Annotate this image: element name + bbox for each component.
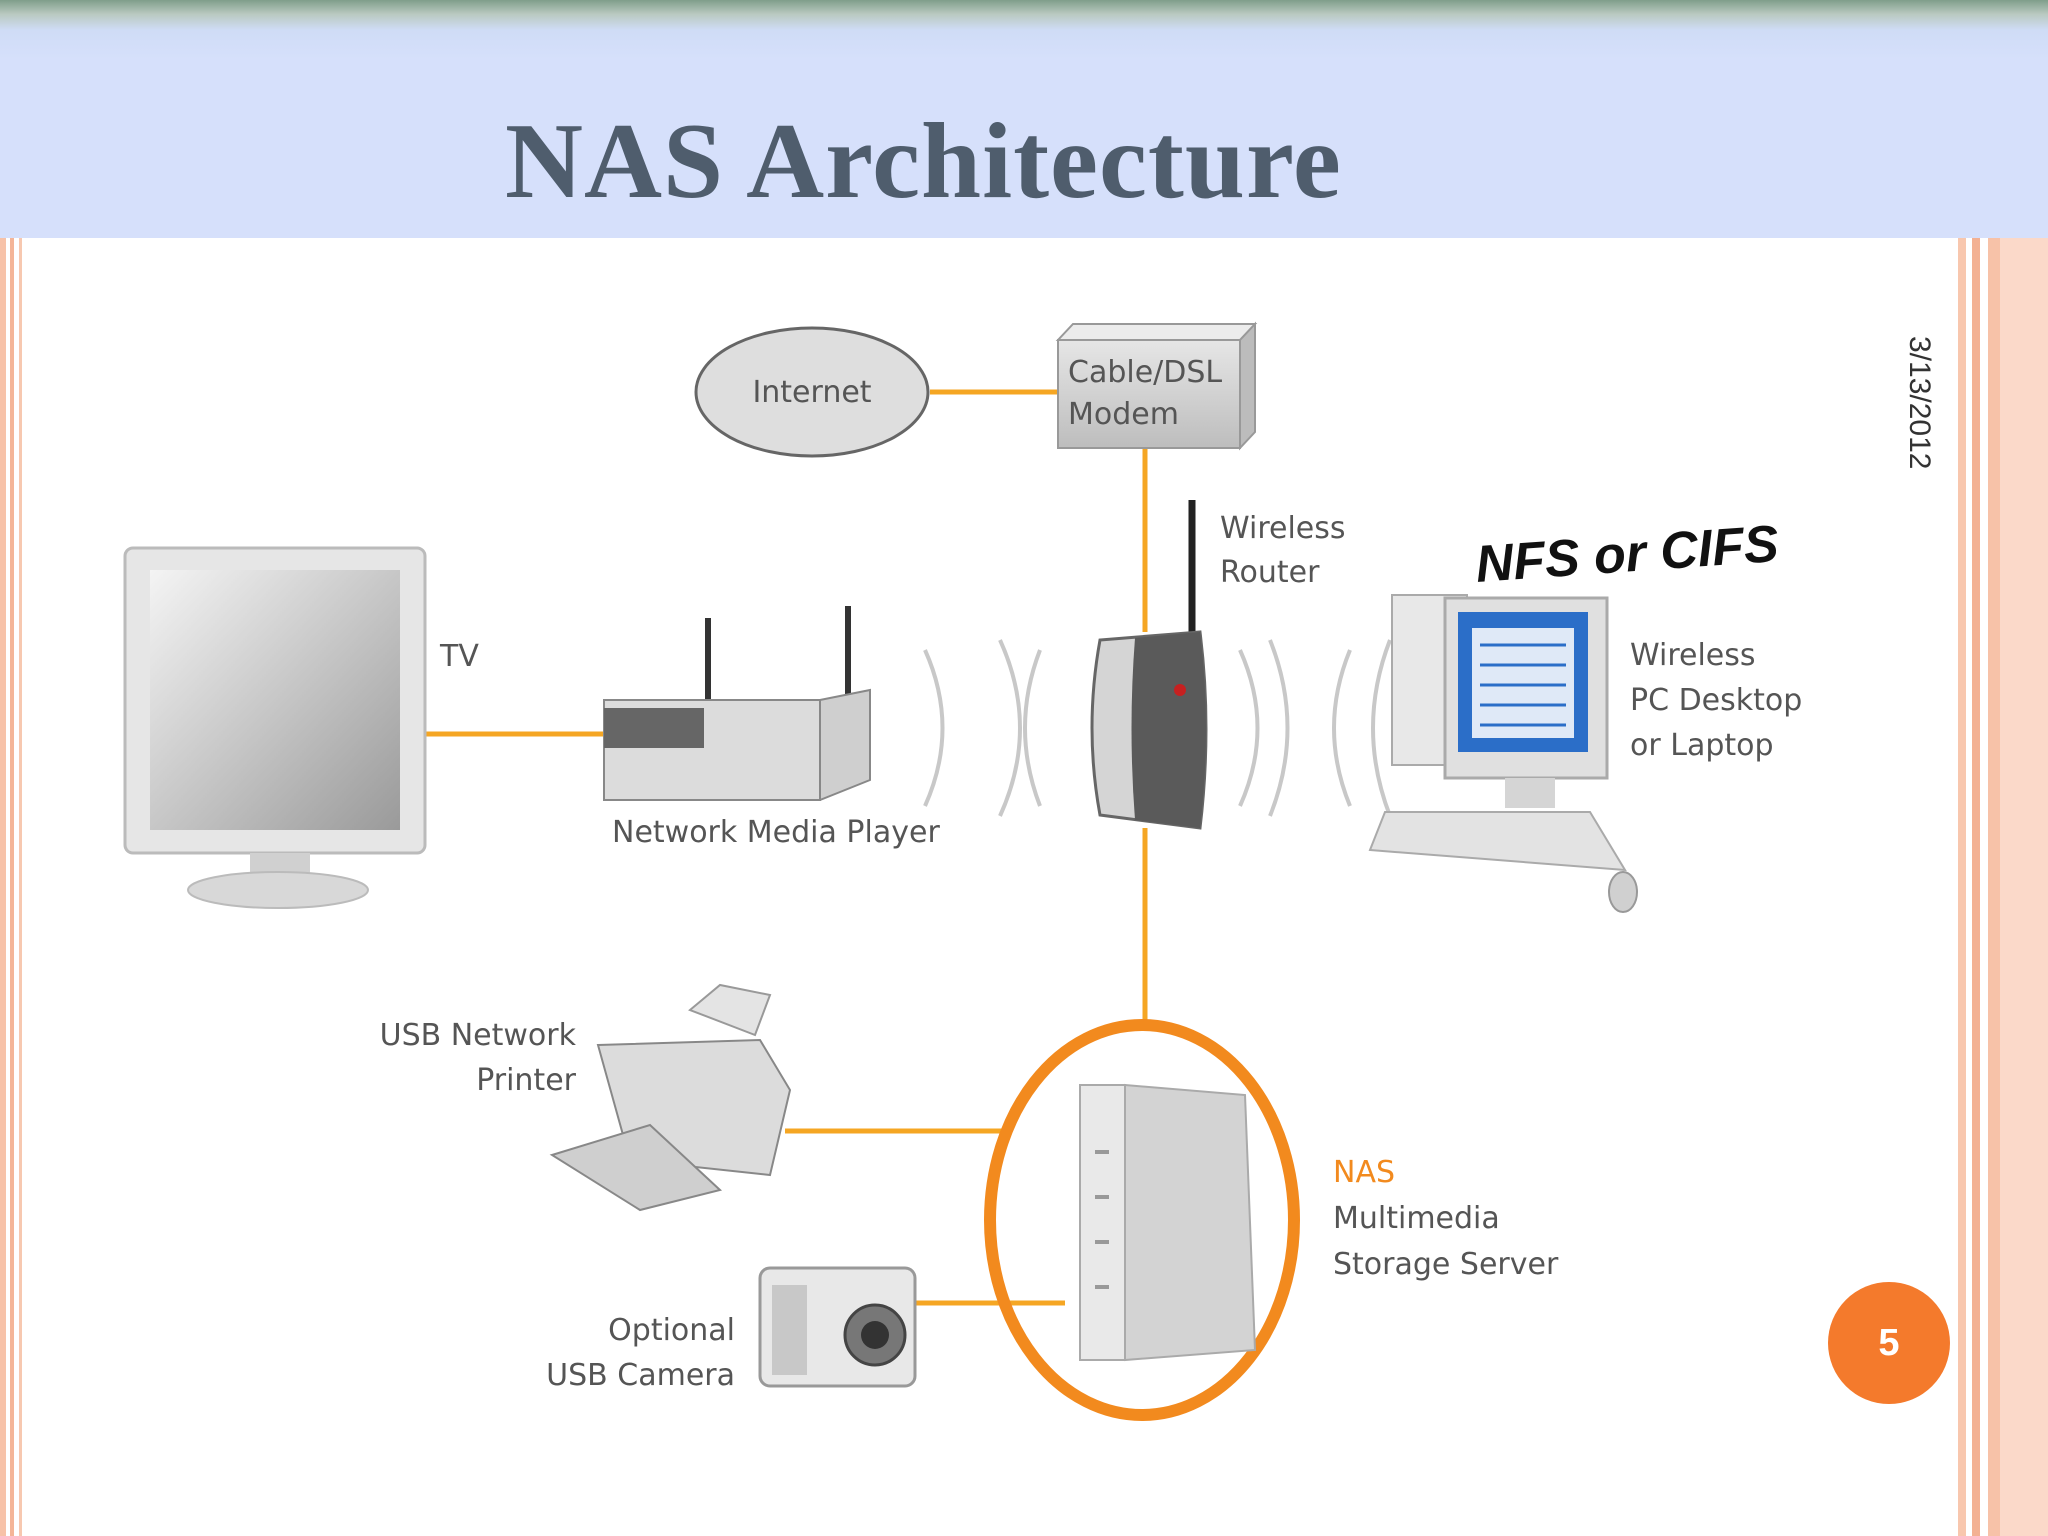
pc-label-line1: Wireless [1630, 638, 1756, 673]
right-border-decoration [1958, 238, 2048, 1536]
tv-label: TV [439, 639, 479, 674]
nas-label-line3: Storage Server [1333, 1247, 1559, 1282]
protocol-annotation: NFS or CIFS [1474, 515, 1781, 594]
internet-label: Internet [752, 375, 871, 410]
tv-icon: TV [123, 546, 479, 909]
nas-label-line1: NAS [1333, 1155, 1395, 1190]
page-number-badge: 5 [1828, 1282, 1950, 1404]
printer-label-line1: USB Network [380, 1018, 577, 1053]
camera-icon: Optional USB Camera [546, 1266, 917, 1393]
left-border-decoration [0, 238, 26, 1536]
pc-label-line2: PC Desktop [1630, 683, 1802, 718]
printer-label-line2: Printer [476, 1063, 576, 1098]
connector-lines [424, 389, 1148, 1306]
router-label-line2: Router [1220, 555, 1320, 590]
media-player-icon: Network Media Player [603, 606, 940, 850]
modem-label-line1: Cable/DSL [1068, 355, 1222, 390]
camera-label-line2: USB Camera [546, 1358, 735, 1393]
wireless-router-icon: Wireless Router [1090, 500, 1346, 830]
internet-node: Internet [694, 326, 930, 458]
pc-desktop-icon: Wireless PC Desktop or Laptop [1368, 594, 1802, 913]
title-bar [0, 0, 2048, 238]
slide-title: NAS Architecture [505, 102, 1342, 221]
wireless-signal-arcs [923, 639, 1392, 817]
media-player-label: Network Media Player [612, 815, 940, 850]
modem-icon: Cable/DSL Modem [1055, 321, 1258, 451]
printer-icon: USB Network Printer [380, 983, 792, 1212]
pc-label-line3: or Laptop [1630, 728, 1774, 763]
camera-label-line1: Optional [608, 1313, 735, 1348]
nas-label-line2: Multimedia [1333, 1201, 1500, 1236]
router-label-line1: Wireless [1220, 511, 1346, 546]
nas-server-icon: NAS Multimedia Storage Server [984, 1019, 1559, 1421]
modem-label-line2: Modem [1068, 397, 1179, 432]
